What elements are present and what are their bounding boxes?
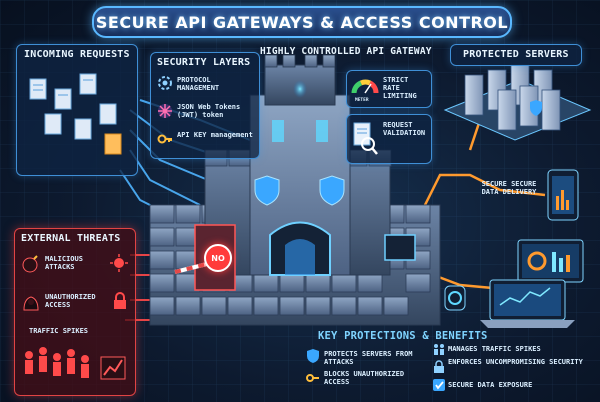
benefit-manages-traffic: MANAGES TRAFFIC SPIKES [448,345,541,353]
meter-icon [351,79,379,94]
security-layer-jwt: JSON Web Tokens (JWT) token [177,103,241,119]
benefit-blocks-unauthorized: BLOCKS UNAUTHORIZED ACCESS [324,370,405,386]
crowd-icon [25,347,126,380]
meter-label: METER [355,98,369,103]
benefits-title: KEY PROTECTIONS & BENEFITS [318,330,488,342]
benefit-enforces-security: ENFORCES UNCOMPROMISING SECURITY [448,358,583,366]
rate-limiting-label: STRICT RATE LIMITING [383,76,417,100]
benefit-protects-servers: PROTECTS SERVERS FROM ATTACKS [324,350,413,366]
security-layers-title: SECURITY LAYERS [157,57,251,68]
security-layers-panel: SECURITY LAYERS PROTOCOL MANAGEMENT JSON… [150,52,260,159]
request-validation-label: REQUEST VALIDATION [383,121,426,137]
request-validation-panel: REQUEST VALIDATION [346,114,432,164]
threat-traffic-spikes: TRAFFIC SPIKES [29,327,89,335]
no-entry-label: NO [211,253,225,263]
external-threats-panel: EXTERNAL THREATS MALICIOUS ATTACKS UNAUT… [14,228,136,396]
security-layer-protocol: PROTOCOL MANAGEMENT [177,76,220,92]
document-icon [29,73,122,155]
incoming-requests-title: INCOMING REQUESTS [24,49,130,60]
crowd-icon [432,342,446,356]
secure-delivery-label: SECURE SECURE DATA DELIVERY [481,180,537,196]
threat-malicious-attacks: MALICIOUS ATTACKS [45,255,83,271]
security-layer-api-key: API KEY management [177,131,253,139]
incoming-requests-panel: INCOMING REQUESTS [16,44,138,176]
laptop-device [480,279,575,328]
shield-icon [306,348,320,364]
external-threats-title: EXTERNAL THREATS [21,233,121,244]
jwt-icon [157,103,173,119]
title-banner: SECURE API GATEWAYS & ACCESS CONTROL [92,6,512,38]
protected-servers-header: PROTECTED SERVERS [450,44,582,66]
phone-device [547,169,579,221]
page-title: SECURE API GATEWAYS & ACCESS CONTROL [95,12,509,32]
lock-icon [111,291,129,311]
threat-unauthorized-access: UNAUTHORIZED ACCESS [45,293,96,309]
check-icon [432,378,446,392]
key-icon [157,131,173,147]
virus-icon [109,253,129,273]
lock-icon [432,360,446,374]
protected-servers-title: PROTECTED SERVERS [463,49,569,60]
smartwatch-device [444,285,466,311]
rate-limiting-panel: METER STRICT RATE LIMITING [346,70,432,108]
benefit-secure-exposure: SECURE DATA EXPOSURE [448,381,533,389]
bomb-icon [21,253,41,273]
key-icon [306,370,320,386]
gateway-title: HIGHLY CONTROLLED API GATEWAY [260,46,432,57]
magnifier-document-icon [353,122,378,155]
hacker-icon [21,291,41,311]
no-entry-sign: NO [204,244,232,272]
monitor-device [517,239,584,283]
gear-icon [157,75,173,91]
server-rack-group [443,64,592,141]
